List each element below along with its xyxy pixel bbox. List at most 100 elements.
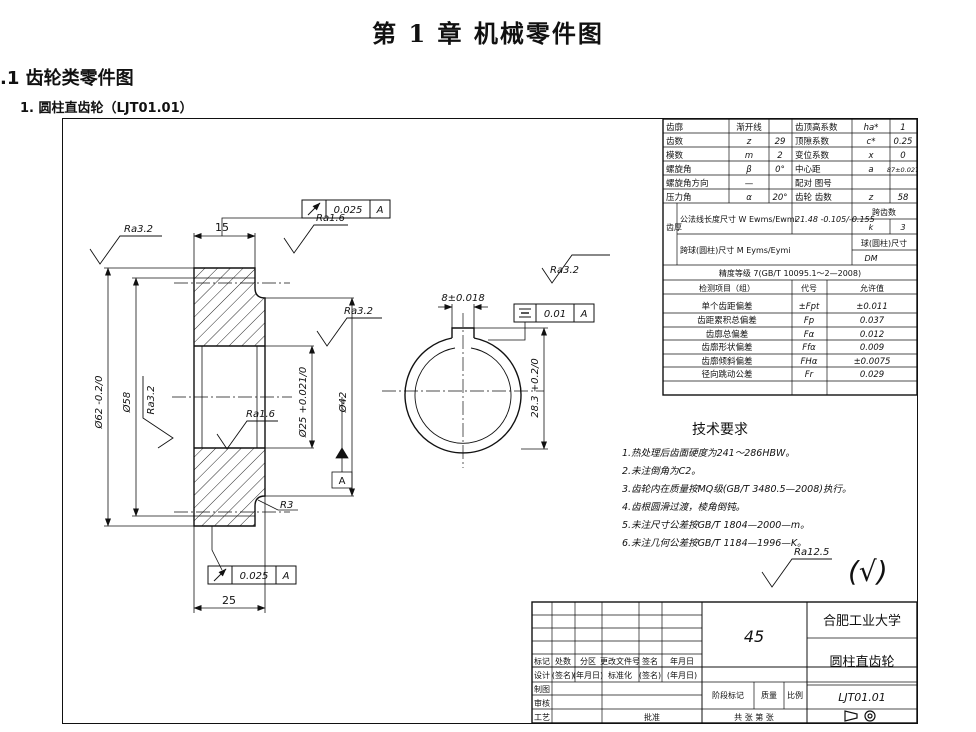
- svg-text:0°: 0°: [775, 165, 785, 175]
- svg-text:(年月日): (年月日): [573, 670, 603, 680]
- roughness-ra16-a: Ra1.6: [316, 213, 345, 224]
- svg-text:检测项目（组）: 检测项目（组）: [699, 283, 755, 293]
- svg-text:模数: 模数: [666, 150, 684, 161]
- dim-d58: Ø58: [121, 392, 133, 414]
- dim-d62: Ø62 -0.2/0: [93, 375, 105, 429]
- svg-text:跨球(圆柱)尺寸 M Eyms/Eymi: 跨球(圆柱)尺寸 M Eyms/Eymi: [680, 245, 790, 255]
- gear-end-view: [382, 303, 595, 468]
- svg-text:共 张 第 张: 共 张 第 张: [734, 712, 774, 722]
- svg-text:DM: DM: [864, 254, 877, 263]
- svg-text:β: β: [745, 165, 752, 175]
- dim-15: 15: [215, 221, 229, 234]
- svg-text:2: 2: [777, 151, 782, 161]
- dim-d42: Ø42: [337, 392, 349, 414]
- dim-r3: R3: [280, 500, 293, 511]
- svg-text:公法线长度尺寸 W Ewms/Ewmi: 公法线长度尺寸 W Ewms/Ewmi: [680, 214, 797, 224]
- section-title: .1 齿轮类零件图: [0, 68, 134, 89]
- requirements-list: 1.热处理后齿面硬度为241～286HBW。 2.未注倒角为C2。 3.齿轮内在…: [622, 447, 851, 549]
- svg-text:中心距: 中心距: [795, 164, 821, 175]
- svg-text:齿廓总偏差: 齿廓总偏差: [706, 329, 749, 340]
- svg-text:Fr: Fr: [805, 370, 814, 380]
- svg-text:批准: 批准: [644, 712, 660, 722]
- roughness-check-symbol: (√): [848, 555, 888, 588]
- svg-text:精度等级 7(GB/T 10095.1～2—2008): 精度等级 7(GB/T 10095.1～2—2008): [719, 268, 861, 278]
- svg-text:签名: 签名: [642, 656, 658, 666]
- symmetry-datum: A: [580, 309, 588, 320]
- svg-text:c*: c*: [867, 137, 876, 147]
- svg-text:齿顶高系数: 齿顶高系数: [795, 122, 838, 133]
- svg-text:跨齿数: 跨齿数: [872, 207, 896, 217]
- svg-text:代号: 代号: [801, 283, 817, 293]
- svg-text:6.未注几何公差按GB/T 1184—1996—K。: 6.未注几何公差按GB/T 1184—1996—K。: [622, 537, 807, 549]
- svg-text:±0.0075: ±0.0075: [854, 357, 891, 367]
- company-name: 合肥工业大学: [823, 613, 901, 629]
- svg-text:FHα: FHα: [801, 357, 818, 367]
- svg-text:(年月日): (年月日): [667, 670, 697, 680]
- svg-text:标准化: 标准化: [608, 670, 632, 680]
- svg-text:制图: 制图: [534, 684, 550, 694]
- svg-text:齿轮 齿数: 齿轮 齿数: [795, 192, 832, 203]
- drawing-frame: [62, 118, 918, 724]
- runout-top-value: 0.025: [334, 205, 363, 216]
- svg-text:齿距累积总偏差: 齿距累积总偏差: [697, 315, 757, 326]
- svg-text:(签名): (签名): [552, 670, 574, 680]
- roughness-ra32-d: Ra3.2: [550, 265, 579, 276]
- svg-text:29: 29: [775, 137, 786, 147]
- svg-text:58: 58: [898, 193, 909, 203]
- svg-text:Fα: Fα: [804, 330, 815, 340]
- drawing-number: LJT01.01: [838, 691, 886, 704]
- svg-text:87±0.027: 87±0.027: [887, 166, 918, 174]
- runout-bottom-datum: A: [282, 571, 290, 582]
- svg-text:年月日: 年月日: [670, 656, 694, 666]
- svg-text:齿廓倾斜偏差: 齿廓倾斜偏差: [701, 356, 752, 367]
- svg-text:螺旋角方向: 螺旋角方向: [666, 178, 709, 189]
- svg-text:21.48 -0.105/-0.155: 21.48 -0.105/-0.155: [795, 215, 875, 224]
- svg-text:配对 图号: 配对 图号: [795, 178, 832, 189]
- svg-text:5.未注尺寸公差按GB/T 1804—2000—m。: 5.未注尺寸公差按GB/T 1804—2000—m。: [622, 519, 810, 531]
- svg-text:0.012: 0.012: [860, 330, 884, 340]
- svg-text:齿数: 齿数: [666, 136, 684, 147]
- svg-text:标记: 标记: [534, 656, 550, 666]
- svg-text:Fp: Fp: [804, 316, 814, 326]
- tooth-thickness-rows: 齿厚 公法线长度尺寸 W Ewms/Ewmi 21.48 -0.105/-0.1…: [666, 207, 907, 293]
- svg-text:3.齿轮内在质量按MQ级(GB/T 3480.5—2008): 3.齿轮内在质量按MQ级(GB/T 3480.5—2008)执行。: [622, 483, 851, 495]
- svg-text:2.未注倒角为C2。: 2.未注倒角为C2。: [622, 465, 701, 477]
- svg-text:阶段标记: 阶段标记: [712, 690, 744, 700]
- title-block-text: 标记 处数 分区 更改文件号 签名 年月日 设计 (签名) (年月日) 标准化 …: [534, 656, 803, 722]
- svg-text:工艺: 工艺: [534, 713, 550, 722]
- runout-bottom-value: 0.025: [240, 571, 269, 582]
- svg-text:0.029: 0.029: [860, 370, 884, 380]
- projection-symbol-icon: [844, 710, 876, 722]
- svg-text:±0.011: ±0.011: [856, 302, 887, 312]
- gear-section-view: [172, 267, 292, 527]
- dim-d25-bore: Ø25 +0.021/0: [297, 367, 309, 439]
- title-block: [531, 601, 918, 724]
- svg-text:设计: 设计: [534, 670, 550, 680]
- svg-text:m: m: [745, 151, 753, 161]
- runout-frame-bottom: [207, 565, 297, 585]
- svg-text:变位系数: 变位系数: [795, 150, 830, 161]
- svg-text:x: x: [867, 151, 874, 161]
- svg-text:0.009: 0.009: [860, 343, 884, 353]
- parameter-table: [662, 118, 918, 396]
- svg-text:分区: 分区: [580, 657, 596, 666]
- svg-text:允许值: 允许值: [860, 283, 884, 293]
- roughness-symbols: [89, 224, 832, 588]
- svg-text:0.037: 0.037: [860, 316, 885, 326]
- svg-text:z: z: [868, 193, 874, 203]
- part-name: 圆柱直齿轮: [829, 655, 894, 670]
- svg-text:齿廓: 齿廓: [666, 122, 684, 133]
- svg-text:a: a: [868, 165, 873, 175]
- roughness-ra32-b: Ra3.2: [344, 306, 373, 317]
- svg-text:0.25: 0.25: [894, 137, 913, 147]
- svg-text:Ffα: Ffα: [802, 343, 816, 353]
- svg-text:1: 1: [900, 123, 905, 133]
- svg-text:—: —: [745, 179, 754, 189]
- svg-text:压力角: 压力角: [666, 192, 692, 203]
- roughness-ra32-c: Ra3.2: [146, 386, 157, 415]
- svg-text:z: z: [746, 137, 752, 147]
- chapter-title: 第 1 章 机械零件图: [372, 19, 604, 48]
- material: 45: [744, 627, 764, 646]
- symmetry-value: 0.01: [544, 309, 566, 320]
